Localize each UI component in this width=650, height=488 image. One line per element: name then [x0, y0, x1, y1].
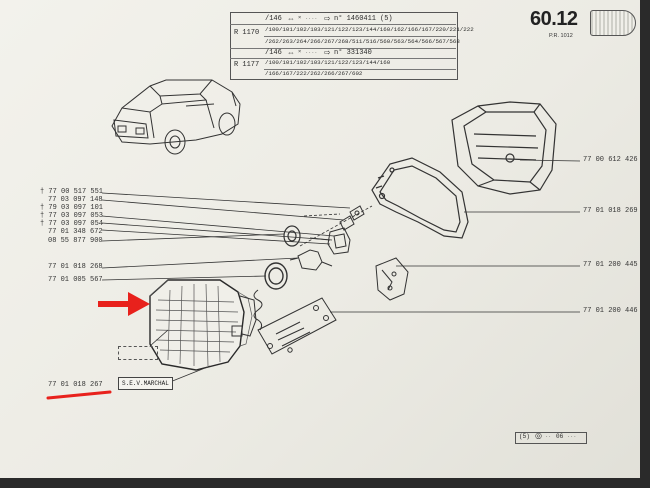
- header-dots: . . . .: [306, 49, 317, 55]
- headlamp-unit: [149, 279, 245, 371]
- header-table: [230, 12, 458, 80]
- header-row4-model: R 1177: [234, 61, 260, 69]
- spring-clip: [253, 289, 263, 331]
- footer-note: (5): [519, 433, 530, 440]
- headlamp-housing-rear: [451, 101, 557, 195]
- footer-dots: . .: [546, 433, 551, 439]
- headlamp-thumbnail: [590, 10, 636, 36]
- headlamp-lens-lines: [149, 279, 253, 367]
- header-row3-serial: n° 331340: [334, 49, 372, 57]
- header-divider: [264, 36, 456, 37]
- eye-icon: ◎: [535, 431, 542, 440]
- bulb-illustration: [289, 249, 333, 271]
- photo-edge-bottom: [0, 478, 650, 488]
- header-x-mark: ×: [298, 49, 302, 55]
- footer-box: [515, 432, 587, 444]
- part-number-left: 77 01 005 567: [48, 276, 103, 284]
- part-number-right: 77 01 200 445: [583, 261, 638, 269]
- header-row1-serial: n° 1460411: [334, 15, 377, 23]
- screw-kit: [257, 297, 337, 355]
- headlamp-frame: [371, 157, 469, 239]
- header-row2-model: R 1170: [234, 29, 260, 37]
- red-underline: [46, 390, 112, 400]
- retaining-ring: [264, 262, 288, 290]
- fastener-cluster: [309, 205, 365, 255]
- header-row1-note: (5): [380, 15, 393, 23]
- part-number-left: 08 55 877 900: [48, 237, 103, 245]
- header-divider: [230, 48, 456, 49]
- part-number-right: 77 01 018 269: [583, 207, 638, 215]
- part-number-left: † 79 03 097 101: [40, 204, 104, 212]
- header-row2-list-a: /100/101/102/103/121/122/123/144/160/162…: [265, 26, 474, 33]
- header-divider: [264, 69, 456, 70]
- part-number-right: 77 00 612 426: [583, 156, 638, 164]
- header-row2-list-b: /262/263/264/266/267/268/511/516/560/563…: [265, 38, 460, 45]
- header-x-mark: ×: [298, 15, 302, 21]
- headlamp-back-detail: [231, 295, 257, 337]
- swap-arrow-icon: ⇔: [287, 14, 295, 23]
- part-number-right: 77 01 200 446: [583, 307, 638, 315]
- arrow-right-icon: ⇨: [324, 48, 331, 57]
- adjuster-bracket: [375, 257, 409, 301]
- footer-dots: . . .: [568, 433, 576, 439]
- header-divider: [230, 58, 456, 59]
- leader-lines: [101, 159, 581, 387]
- header-row3-code: /146: [265, 49, 282, 57]
- footer-suffix: 06: [556, 433, 564, 440]
- dashed-placeholder: [118, 346, 158, 360]
- page-ref: P.R. 1012: [549, 33, 573, 39]
- car-illustration: [111, 79, 241, 155]
- header-row4-list-b: /166/167/222/262/266/267/602: [265, 70, 363, 77]
- part-number-left: 77 01 348 672: [48, 228, 103, 236]
- photo-edge-right: [640, 0, 650, 488]
- part-number-left: † 77 03 097 054: [40, 220, 104, 228]
- arrow-right-icon: ⇨: [324, 14, 331, 23]
- sev-marchal-label: S.E.V.MARCHAL: [118, 377, 173, 390]
- swap-arrow-icon: ⇔: [287, 48, 295, 57]
- header-divider: [230, 24, 456, 25]
- header-dots: . . . .: [306, 15, 317, 21]
- part-number-left: † 77 00 517 551: [40, 188, 104, 196]
- part-number-left: 77 03 097 148: [48, 196, 103, 204]
- page-number: 60.12: [530, 8, 578, 30]
- part-number-left: † 77 03 097 053: [40, 212, 104, 220]
- rubber-cap: [283, 225, 301, 247]
- part-number-left: 77 01 018 267: [48, 381, 103, 389]
- header-row1-code: /146: [265, 15, 282, 23]
- red-arrow-icon: [98, 292, 150, 316]
- header-row4-list-a: /100/101/102/103/121/122/123/144/160: [265, 59, 391, 66]
- part-number-left: 77 01 018 268: [48, 263, 103, 271]
